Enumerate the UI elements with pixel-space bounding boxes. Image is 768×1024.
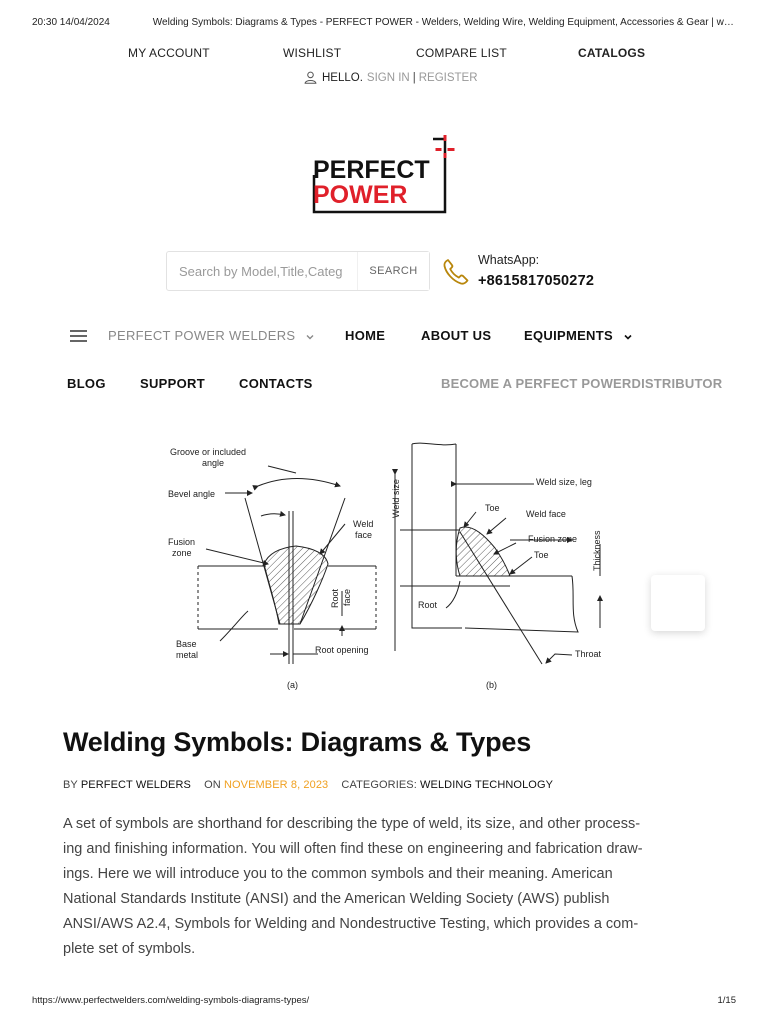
label-weld-size: Weld size [391, 479, 401, 518]
caption-b: (b) [486, 680, 497, 690]
secondary-nav: BLOG SUPPORT CONTACTS BECOME A PERFECT P… [0, 376, 768, 394]
floating-widget[interactable] [651, 575, 705, 631]
print-doc-title: Welding Symbols: Diagrams & Types - PERF… [152, 17, 734, 28]
register-link[interactable]: REGISTER [418, 71, 478, 84]
label-root-face-2: face [342, 589, 352, 606]
top-utility-nav: MY ACCOUNT WISHLIST COMPARE LIST CATALOG… [0, 46, 768, 64]
fillet-weld-figure: Weld size Weld size, leg Toe Weld face F… [391, 442, 602, 690]
category-link[interactable]: WELDING TECHNOLOGY [420, 779, 554, 791]
phone-icon [443, 259, 469, 285]
categories-label: CATEGORIES: [341, 779, 417, 791]
label-base-metal-1: Base [176, 639, 197, 649]
catalogs-link[interactable]: CATALOGS [578, 46, 646, 60]
nav-about-us[interactable]: ABOUT US [421, 328, 492, 343]
become-distributor-link[interactable]: BECOME A PERFECT POWERDISTRIBUTOR [441, 376, 723, 391]
label-groove-angle-2: angle [202, 458, 224, 468]
label-fusion-zone-2: zone [172, 548, 192, 558]
article-line: ing and finishing information. You will … [63, 841, 643, 857]
caption-a: (a) [287, 680, 298, 690]
chevron-down-icon [306, 334, 314, 340]
hamburger-menu-icon[interactable] [70, 330, 87, 342]
search-button[interactable]: SEARCH [357, 252, 429, 290]
logo-line-power: POWER [313, 181, 407, 209]
compare-list-link[interactable]: COMPARE LIST [416, 46, 507, 60]
print-timestamp: 20:30 14/04/2024 [32, 17, 110, 28]
article-meta: BY PERFECT WELDERS ON NOVEMBER 8, 2023 C… [63, 779, 553, 791]
perfect-power-logo[interactable]: PERFECT POWER [311, 135, 457, 217]
brand-menu[interactable]: PERFECT POWER WELDERS [108, 328, 315, 343]
account-greeting: HELLO. SIGN IN | REGISTER [304, 71, 478, 84]
label-bevel-angle: Bevel angle [168, 489, 215, 499]
nav-contacts[interactable]: CONTACTS [239, 376, 313, 391]
author-link[interactable]: PERFECT WELDERS [80, 779, 191, 791]
article-line: A set of symbols are shorthand for descr… [63, 816, 641, 832]
nav-equipments-label: EQUIPMENTS [524, 328, 613, 343]
search-input[interactable] [167, 252, 357, 290]
label-root-face-1: Root [330, 588, 340, 608]
groove-weld-figure: Groove or included angle Bevel angle Wel… [168, 447, 377, 690]
label-root: Root [418, 600, 438, 610]
search-bar: SEARCH [166, 251, 430, 291]
label-weld-face-b: Weld face [526, 509, 566, 519]
label-weld-face-1: Weld [353, 519, 373, 529]
account-separator: | [412, 71, 416, 84]
on-label: ON [204, 779, 221, 791]
article-line: ANSI/AWS A2.4, Symbols for Welding and N… [63, 916, 639, 932]
nav-equipments[interactable]: EQUIPMENTS [524, 328, 633, 343]
logo-line-perfect: PERFECT [313, 156, 430, 184]
nav-support[interactable]: SUPPORT [140, 376, 205, 391]
label-weld-face-2: face [355, 530, 372, 540]
article-title: Welding Symbols: Diagrams & Types [63, 727, 532, 757]
nav-home[interactable]: HOME [345, 328, 386, 343]
label-throat: Throat [575, 649, 602, 659]
page-number: 1/15 [717, 995, 737, 1006]
label-weld-size-leg: Weld size, leg [536, 477, 592, 487]
label-groove-angle-1: Groove or included [170, 447, 246, 457]
by-label: BY [63, 779, 78, 791]
my-account-link[interactable]: MY ACCOUNT [128, 46, 210, 60]
label-thickness: Thickness [592, 530, 602, 571]
chevron-down-icon [624, 334, 632, 340]
print-url: https://www.perfectwelders.com/welding-s… [32, 995, 310, 1006]
print-footer: https://www.perfectwelders.com/welding-s… [32, 995, 736, 1006]
sign-in-link[interactable]: SIGN IN [366, 71, 410, 84]
article-line: National Standards Institute (ANSI) and … [63, 891, 610, 907]
label-base-metal-2: metal [176, 650, 198, 660]
label-fusion-zone-1: Fusion [168, 537, 195, 547]
brand-menu-label: PERFECT POWER WELDERS [108, 328, 296, 343]
article-line: ings. Here we will introduce you to the … [63, 866, 613, 882]
article-body: A set of symbols are shorthand for descr… [63, 812, 713, 962]
label-fusion-zone-b: Fusion zone [528, 534, 577, 544]
nav-blog[interactable]: BLOG [67, 376, 106, 391]
print-header: 20:30 14/04/2024 Welding Symbols: Diagra… [32, 17, 736, 28]
date-link[interactable]: NOVEMBER 8, 2023 [223, 779, 329, 791]
label-root-opening: Root opening [315, 645, 369, 655]
wishlist-link[interactable]: WISHLIST [283, 46, 342, 60]
weld-diagram: Groove or included angle Bevel angle Wel… [168, 442, 620, 690]
hello-text: HELLO. [322, 71, 363, 84]
label-toe-top: Toe [485, 503, 500, 513]
whatsapp-contact[interactable]: WhatsApp: +8615817050272 [441, 253, 594, 289]
article-line: plete set of symbols. [63, 941, 196, 957]
whatsapp-label: WhatsApp: [478, 253, 540, 267]
user-icon [304, 71, 317, 84]
label-toe-bottom: Toe [534, 550, 549, 560]
whatsapp-number[interactable]: +8615817050272 [478, 273, 595, 289]
main-nav: PERFECT POWER WELDERS HOME ABOUT US EQUI… [0, 327, 768, 347]
